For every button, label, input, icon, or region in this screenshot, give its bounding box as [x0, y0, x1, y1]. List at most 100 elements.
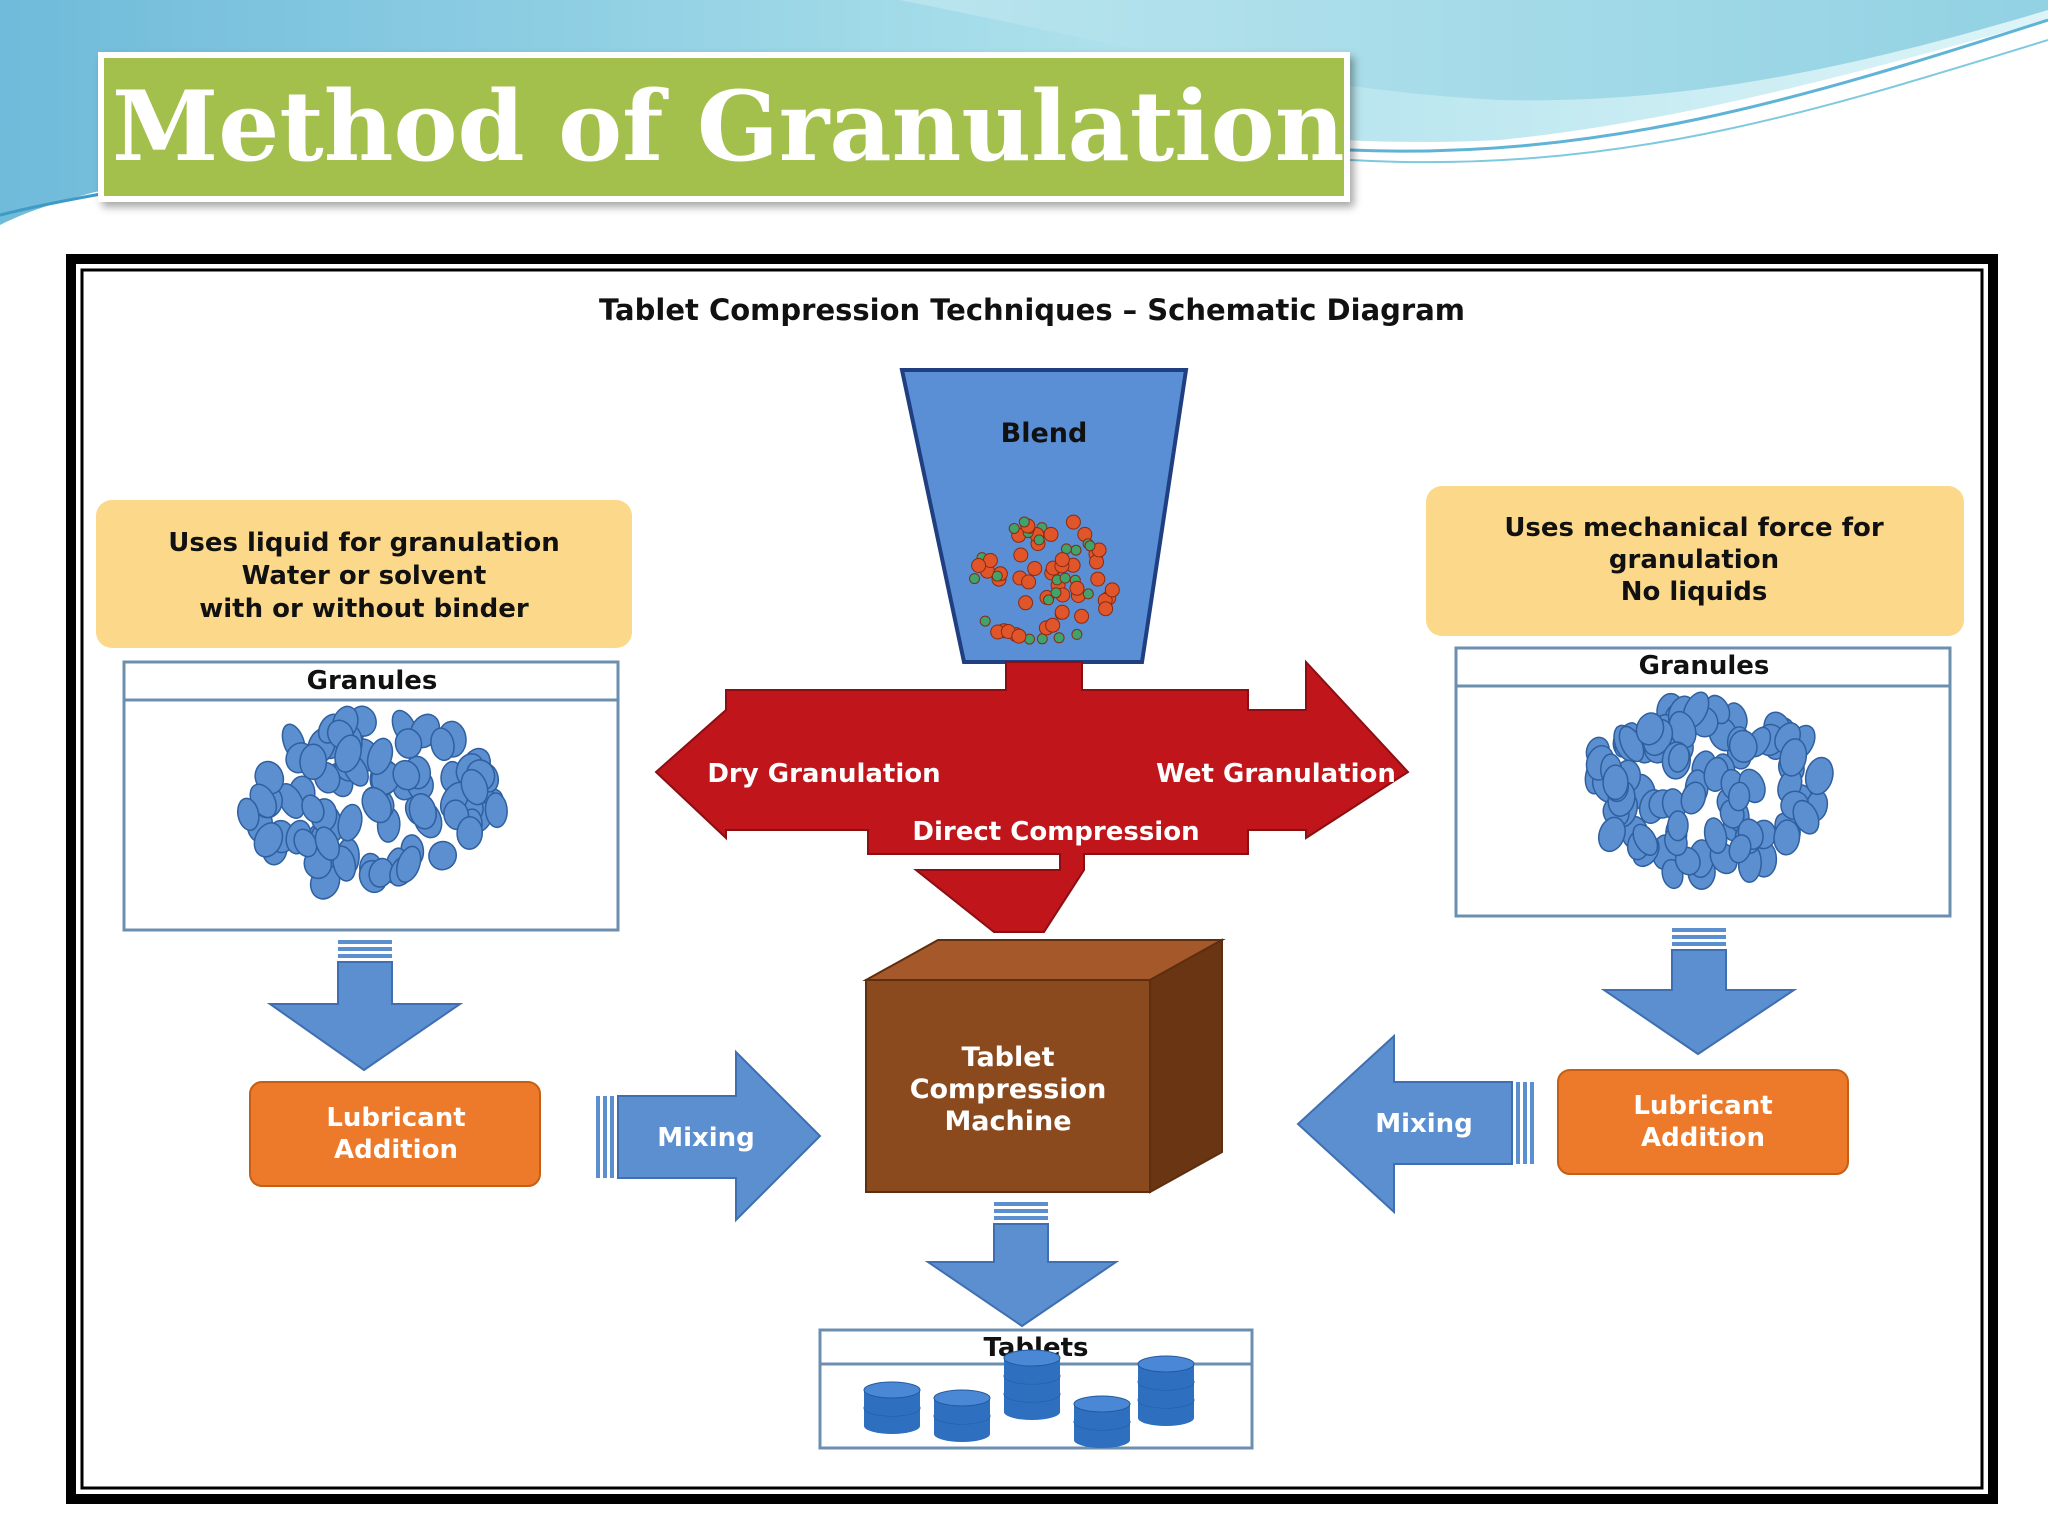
granule [456, 816, 484, 850]
granule [1728, 729, 1758, 764]
granule [1680, 781, 1707, 815]
left-note-line-1: Uses liquid for granulation [168, 528, 560, 558]
left-note-box [96, 500, 632, 648]
blend-particle [1104, 582, 1120, 598]
wave-line-1 [1349, 18, 2048, 153]
blend-particle [1059, 572, 1071, 584]
tablet-bottom [1004, 1386, 1060, 1402]
right-down-arrow [1600, 928, 1798, 1056]
hopper-label: Blend [1001, 418, 1088, 449]
tablet-top [863, 1381, 921, 1399]
granule [1728, 834, 1752, 864]
tablet-stack [863, 1349, 1195, 1448]
granule [236, 797, 260, 831]
red-three-way-arrow [654, 659, 1410, 933]
blend-particle [1071, 628, 1083, 640]
blend-particle [971, 558, 987, 573]
tablet-bottom [1138, 1374, 1194, 1390]
blend-particle [1082, 588, 1094, 600]
blend-particle [991, 570, 1003, 582]
granule [1779, 738, 1808, 777]
blend-particle [1018, 516, 1030, 528]
tablet-compression-machine: Tablet Compression Machine [862, 938, 1226, 1194]
blend-particle [1027, 561, 1043, 576]
left-mixing-arrow: Mixing [596, 1049, 822, 1223]
granule [314, 826, 340, 861]
granule [361, 786, 392, 824]
tablet-bottom [864, 1400, 920, 1416]
machine-label-line-1: Tablet [962, 1042, 1055, 1073]
diagram-frame: Tablet Compression Techniques – Schemati… [66, 254, 1998, 1504]
blend-particle [1033, 534, 1045, 546]
blend-particle [1070, 544, 1082, 556]
blend-particle [969, 573, 980, 585]
wave-line-2 [1349, 39, 2048, 164]
blend-hopper [899, 368, 1189, 664]
blend-particle [1069, 580, 1085, 596]
tablet-top [933, 1389, 991, 1407]
tablet-top [1003, 1349, 1061, 1367]
machine-label-line-3: Machine [944, 1106, 1071, 1137]
granule [1773, 819, 1801, 856]
granule [392, 759, 421, 791]
right-note-line-2: granulation [1609, 545, 1779, 575]
right-granule-cluster [1584, 691, 1834, 890]
granule [408, 793, 437, 830]
blend-particle [1050, 587, 1062, 599]
granule [394, 728, 423, 759]
blend-particle [1045, 617, 1061, 633]
granule [366, 737, 394, 776]
blend-particle [1098, 601, 1114, 617]
schematic-diagram: Tablet Compression Techniques – Schemati… [80, 268, 1984, 1490]
top-wave-highlight [900, 0, 2048, 101]
blend-particle [1054, 552, 1070, 568]
direct-compression-label: Direct Compression [912, 817, 1199, 847]
diagram-heading: Tablet Compression Techniques – Schemati… [599, 293, 1465, 327]
granule [460, 768, 489, 806]
left-note-line-2: Water or solvent [242, 561, 487, 591]
tablet-bottom [1004, 1404, 1060, 1420]
tablet-bottom [1074, 1432, 1130, 1448]
tablet-bottom [1138, 1410, 1194, 1426]
tablet-bottom [934, 1426, 990, 1442]
blend-particles [969, 514, 1120, 645]
blend-particle [1053, 632, 1065, 644]
right-note-line-1: Uses mechanical force for [1504, 513, 1884, 543]
bottom-down-arrow [924, 1202, 1120, 1328]
blend-particle [1043, 594, 1054, 606]
inner-frame [80, 268, 1984, 1490]
blend-particle [1065, 514, 1081, 530]
title-bar: Method of Granulation [98, 52, 1350, 202]
left-lubricant-line-2: Addition [334, 1135, 458, 1165]
tablet-bottom [934, 1408, 990, 1424]
tablet-bottom [864, 1418, 920, 1434]
granule [1597, 816, 1626, 853]
right-note-line-3: No liquids [1621, 577, 1768, 607]
granule [428, 840, 458, 871]
right-mixing-arrow: Mixing [1296, 1033, 1534, 1215]
tablet-bottom [1138, 1392, 1194, 1408]
blend-particle [1013, 547, 1029, 563]
right-granules-label: Granules [1639, 651, 1770, 681]
blend-particle [1043, 526, 1059, 542]
granule [334, 734, 362, 773]
blend-particle [1021, 574, 1037, 590]
left-lubricant-box [249, 1081, 541, 1187]
blend-particle [1084, 540, 1096, 552]
granule [430, 727, 455, 762]
left-mixing-label: Mixing [657, 1123, 755, 1153]
left-granules-label: Granules [307, 666, 438, 696]
tablet-bottom [1004, 1368, 1060, 1384]
wet-granulation-label: Wet Granulation [1156, 759, 1396, 789]
left-lubricant-line-1: Lubricant [326, 1103, 465, 1133]
right-lubricant-box [1557, 1069, 1849, 1175]
blend-particle [1074, 608, 1090, 624]
blend-particle [1054, 604, 1070, 620]
granule [301, 794, 325, 824]
granule [1635, 712, 1665, 746]
granule [1804, 756, 1834, 796]
granule [1602, 764, 1629, 801]
blend-particle [1011, 628, 1027, 644]
granule [484, 792, 508, 829]
granule [1632, 823, 1659, 856]
